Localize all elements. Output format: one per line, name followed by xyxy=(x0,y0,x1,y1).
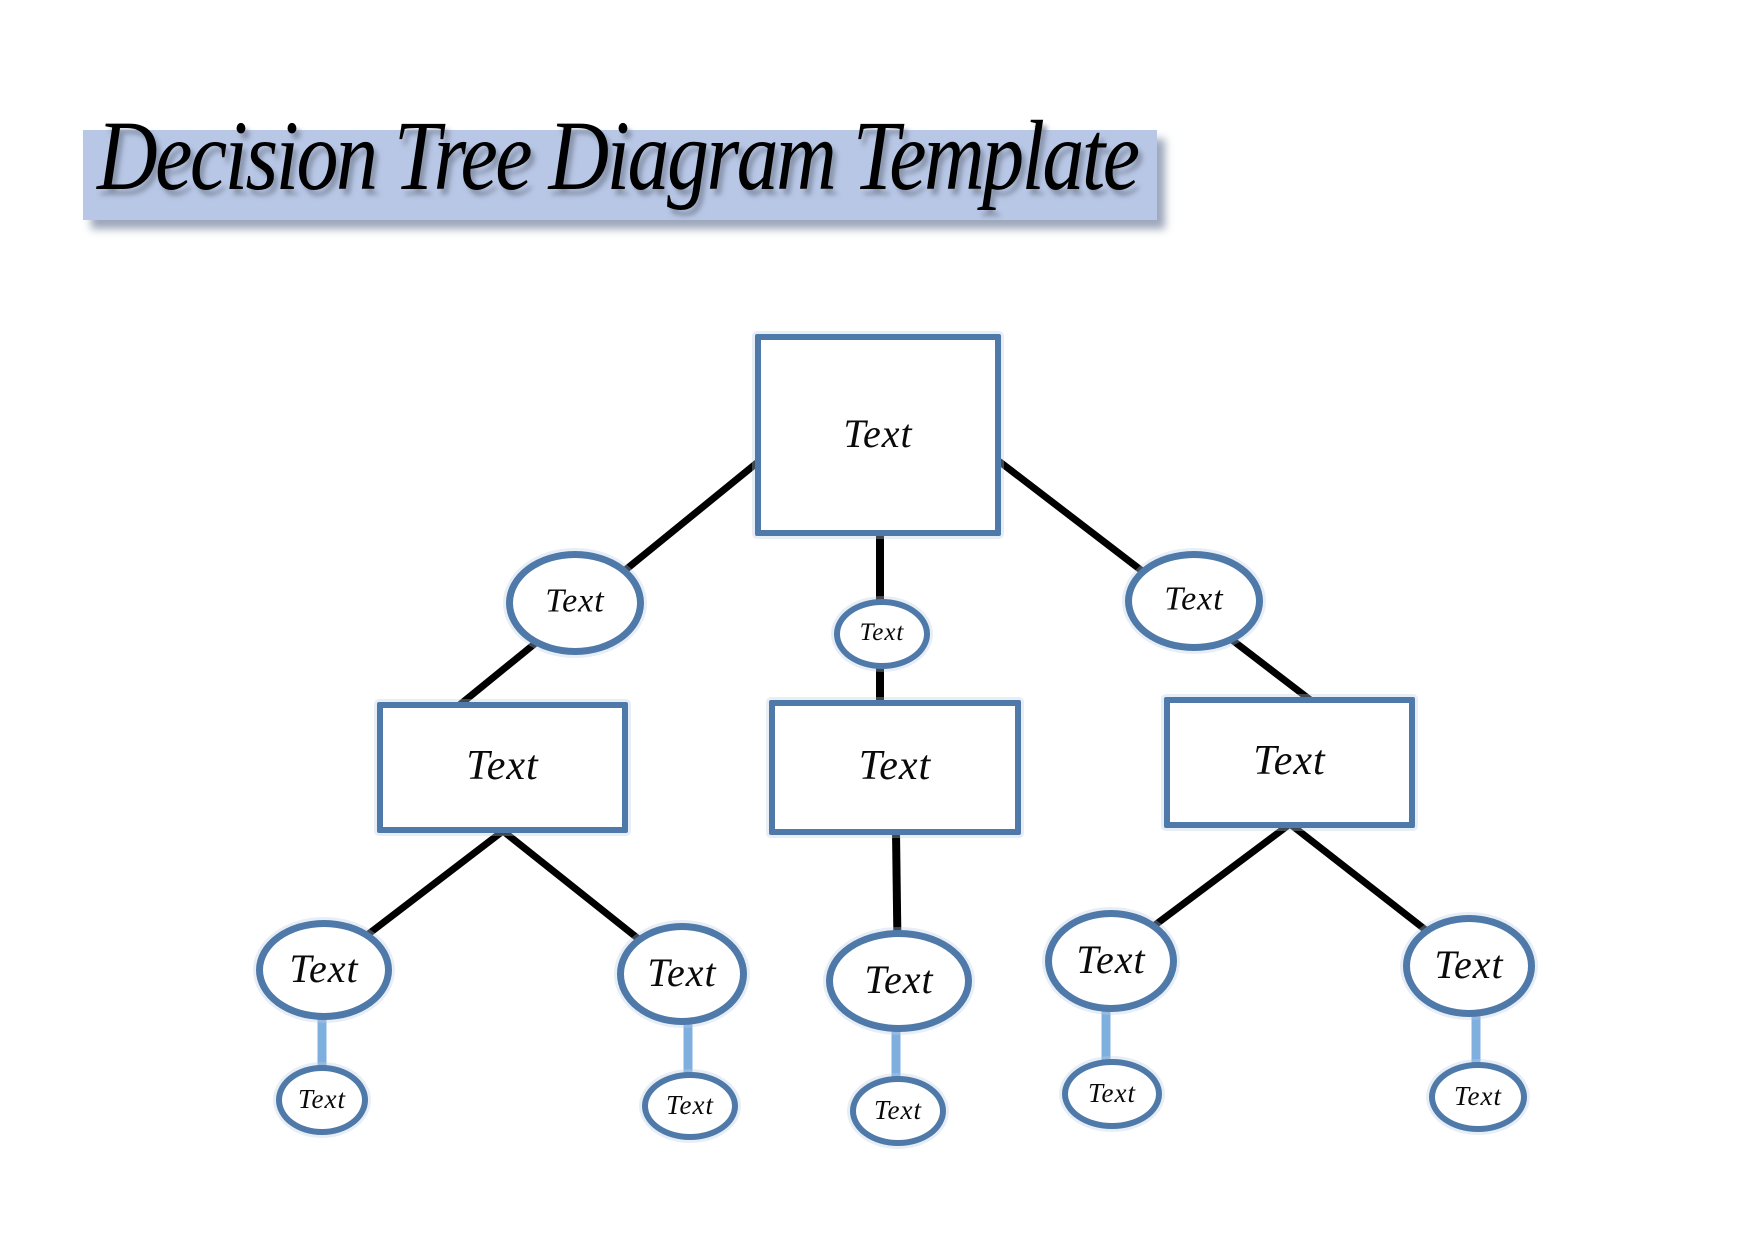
level1-right-oval[interactable]: Text xyxy=(1125,551,1263,651)
level4-leaf-2[interactable]: Text xyxy=(642,1072,738,1140)
root-node-label: Text xyxy=(843,410,913,456)
level3-oval-2-label: Text xyxy=(647,949,717,995)
level3-oval-1[interactable]: Text xyxy=(256,920,392,1020)
level4-leaf-3-label: Text xyxy=(873,1094,922,1125)
level3-oval-4[interactable]: Text xyxy=(1045,910,1177,1012)
level3-oval-3[interactable]: Text xyxy=(826,930,972,1032)
level2-left-rect-label: Text xyxy=(466,742,539,789)
level2-left-rect[interactable]: Text xyxy=(377,702,628,833)
level3-oval-5[interactable]: Text xyxy=(1403,915,1535,1017)
level2-right-rect-label: Text xyxy=(1253,737,1326,784)
level4-leaf-5-label: Text xyxy=(1453,1080,1502,1111)
root-node[interactable]: Text xyxy=(755,334,1001,536)
level1-middle-oval-label: Text xyxy=(859,618,905,646)
title-highlight-band xyxy=(83,130,1157,220)
level1-left-oval[interactable]: Text xyxy=(506,551,644,655)
level2-right-rect[interactable]: Text xyxy=(1164,697,1415,828)
level2-middle-rect-label: Text xyxy=(858,742,932,789)
level4-leaf-4[interactable]: Text xyxy=(1062,1059,1162,1129)
level3-oval-3-label: Text xyxy=(864,956,934,1002)
level3-oval-1-label: Text xyxy=(289,945,359,991)
level3-oval-5-label: Text xyxy=(1434,941,1504,987)
level1-left-oval-label: Text xyxy=(545,582,605,620)
level3-oval-4-label: Text xyxy=(1076,936,1146,982)
level4-leaf-1[interactable]: Text xyxy=(276,1065,368,1135)
level3-oval-2[interactable]: Text xyxy=(617,923,747,1025)
level4-leaf-2-label: Text xyxy=(665,1089,714,1120)
level1-right-oval-label: Text xyxy=(1164,580,1224,618)
level1-middle-oval[interactable]: Text xyxy=(834,599,930,669)
level2-middle-rect[interactable]: Text xyxy=(769,700,1021,835)
level4-leaf-1-label: Text xyxy=(297,1083,346,1114)
page-title: Decision Tree Diagram Template xyxy=(97,100,1140,211)
level4-leaf-4-label: Text xyxy=(1087,1077,1136,1108)
level4-leaf-3[interactable]: Text xyxy=(850,1076,946,1146)
level4-leaf-5[interactable]: Text xyxy=(1429,1062,1527,1132)
